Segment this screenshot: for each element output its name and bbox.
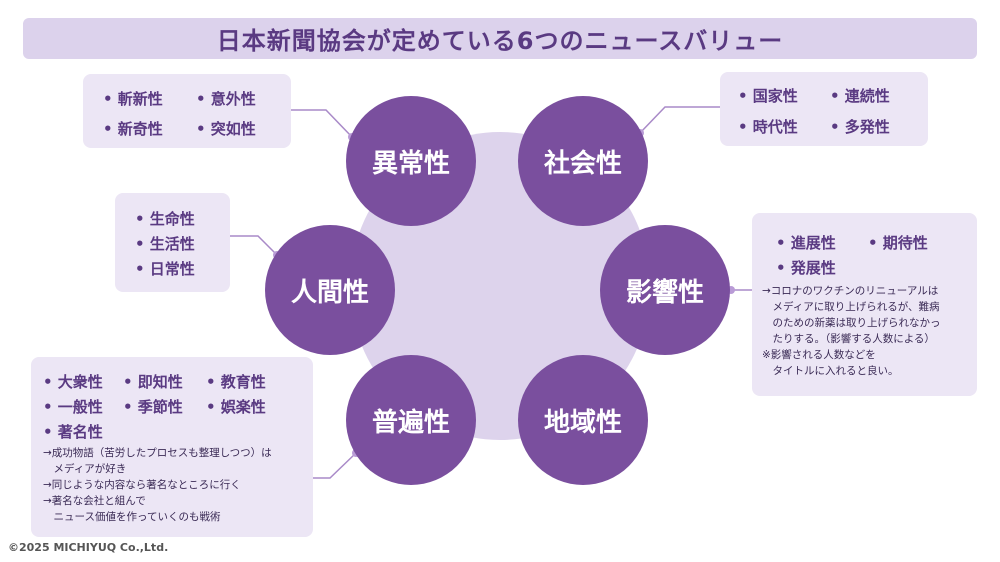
keyword: • 著名性: [43, 423, 103, 441]
keyword: • 教育性: [206, 373, 266, 391]
node-chiikisei: 地域性: [518, 355, 648, 485]
node-label: 普遍性: [371, 407, 450, 438]
keyword-box-shakaisei: • 国家性 • 連続性 • 時代性 • 多発性: [720, 72, 928, 146]
copyright: ©2025 MICHIYUQ Co.,Ltd.: [8, 541, 169, 554]
keyword: • 連続性: [830, 87, 890, 105]
keyword: • 大衆性: [43, 373, 103, 391]
keyword-box-eikyousei: • 進展性 • 期待性 • 発展性 →コロナのワクチンのリニューアルは メディア…: [752, 213, 977, 396]
keyword: • 国家性: [738, 87, 798, 105]
keyword: • 生命性: [135, 210, 195, 228]
keyword: • 一般性: [43, 398, 103, 416]
note-line: ※影響される人数などを: [762, 349, 876, 361]
note-line: たりする。（影響する人数による）: [762, 333, 935, 345]
keyword-box-ijousei: • 斬新性 • 意外性 • 新奇性 • 突如性: [83, 74, 291, 148]
keyword: • 意外性: [196, 90, 256, 108]
page-title: 日本新聞協会が定めている6つのニュースバリュー: [216, 27, 784, 55]
keyword: • 日常性: [135, 260, 195, 278]
connector-shakaisei: [639, 106, 720, 134]
keyword: • 斬新性: [103, 90, 163, 108]
node-label: 地域性: [543, 407, 622, 438]
node-eikyousei: 影響性: [600, 225, 730, 355]
node-shakaisei: 社会性: [518, 96, 648, 226]
node-fuhensei: 普遍性: [346, 355, 476, 485]
note-line: メディアが好き: [43, 463, 127, 475]
keyword-box-ningensei: • 生命性 • 生活性 • 日常性: [115, 193, 230, 292]
title-bar: 日本新聞協会が定めている6つのニュースバリュー: [23, 18, 977, 59]
note-line: →著名な会社と組んで: [43, 495, 146, 507]
connector-ijousei: [291, 109, 353, 138]
keyword-box-fuhensei: • 大衆性 • 即知性 • 教育性 • 一般性 • 季節性 • 娯楽性 • 著名…: [31, 357, 313, 537]
connector-ningensei: [230, 235, 278, 256]
keyword: • 期待性: [868, 234, 928, 252]
keyword: • 即知性: [123, 373, 183, 391]
node-label: 異常性: [371, 148, 450, 179]
keyword: • 娯楽性: [206, 398, 266, 416]
node-ningensei: 人間性: [265, 225, 395, 355]
connector-fuhensei: [313, 452, 357, 479]
note-line: →同じような内容なら著名なところに行く: [43, 479, 241, 491]
note-line: のための新薬は取り上げられなかっ: [762, 317, 941, 329]
keyword: • 突如性: [196, 120, 256, 138]
keyword: • 季節性: [123, 398, 183, 416]
note-line: ニュース価値を作っていくのも戦術: [43, 511, 221, 523]
node-ijousei: 異常性: [346, 96, 476, 226]
keyword: • 時代性: [738, 118, 798, 136]
keyword: • 発展性: [776, 259, 836, 277]
note-line: タイトルに入れると良い。: [762, 365, 899, 377]
note-line: →成功物語（苦労したプロセスも整理しつつ）は: [43, 447, 272, 459]
keyword: • 多発性: [830, 118, 890, 136]
note-line: メディアに取り上げられるが、難病: [762, 301, 940, 313]
node-label: 影響性: [625, 277, 704, 308]
note-line: →コロナのワクチンのリニューアルは: [762, 285, 939, 297]
node-label: 社会性: [543, 148, 622, 179]
keyword: • 進展性: [776, 234, 836, 252]
keyword: • 新奇性: [103, 120, 163, 138]
keyword: • 生活性: [135, 235, 195, 253]
node-label: 人間性: [290, 277, 369, 308]
